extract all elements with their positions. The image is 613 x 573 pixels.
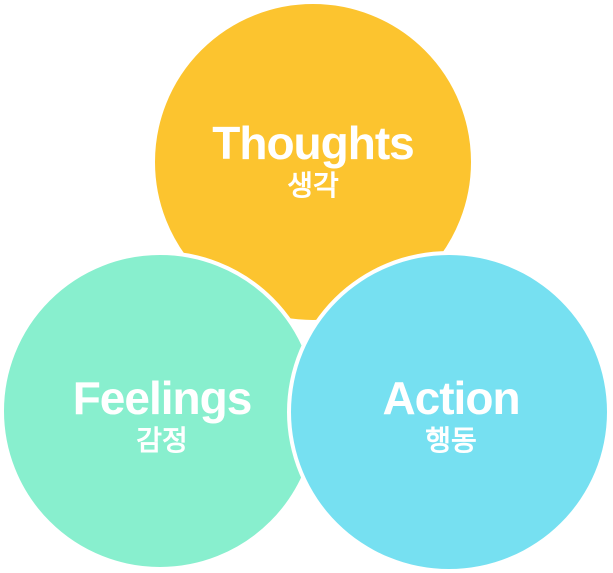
action-label: Action 행동 <box>301 375 601 455</box>
feelings-label: Feelings 감정 <box>12 375 312 455</box>
feelings-circle <box>0 251 320 571</box>
thoughts-subtitle: 생각 <box>287 169 339 202</box>
feelings-subtitle: 감정 <box>136 424 188 457</box>
action-title: Action <box>382 372 520 424</box>
feelings-title: Feelings <box>72 372 253 424</box>
action-subtitle: 행동 <box>425 424 477 457</box>
action-circle <box>287 251 611 573</box>
thoughts-title: Thoughts <box>212 117 415 169</box>
thoughts-label: Thoughts 생각 <box>163 120 463 200</box>
